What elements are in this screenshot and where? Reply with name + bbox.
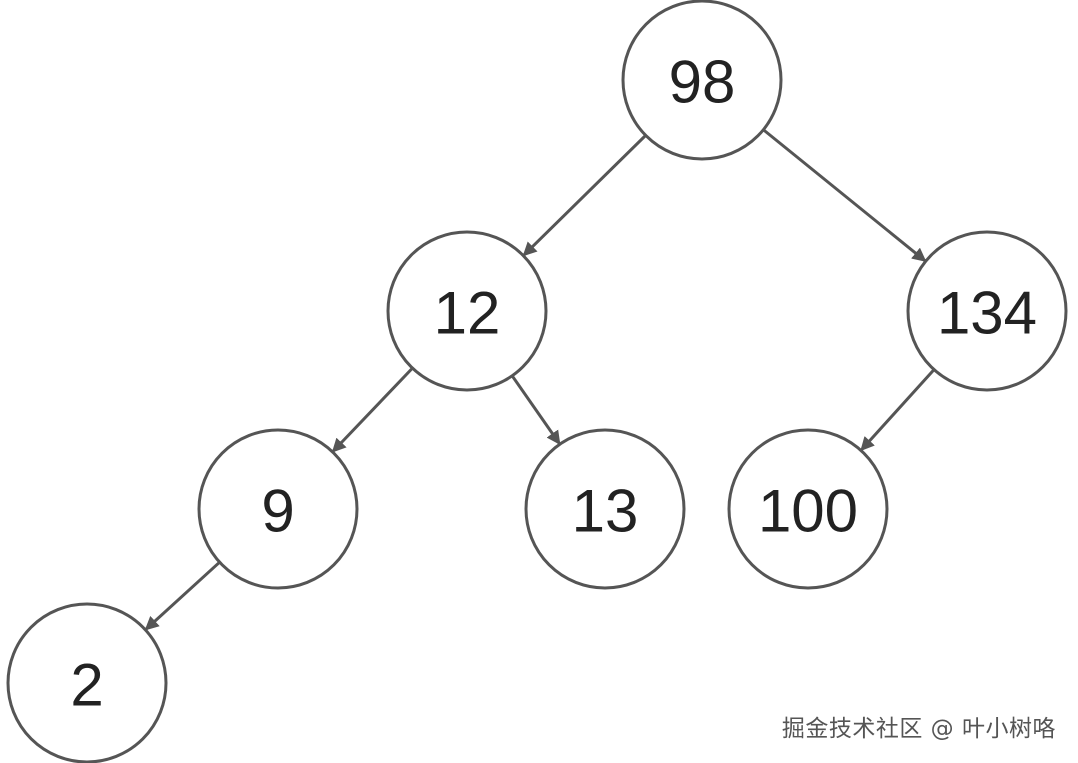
- tree-node-n9: 9: [197, 428, 359, 590]
- node-circle: [524, 428, 686, 590]
- nodes-layer: 98 12 134 9 13 100 2: [6, 0, 1068, 763]
- edge-n134-to-n100: [860, 368, 936, 452]
- edge-n98-to-n134: [762, 128, 927, 262]
- node-label: 98: [669, 49, 736, 116]
- edge-n9-to-n2: [144, 561, 221, 631]
- edge-n12-to-n9: [331, 367, 414, 453]
- tree-node-n2: 2: [6, 602, 168, 763]
- node-circle: [621, 0, 783, 161]
- edge-n12-to-n13: [510, 374, 561, 446]
- tree-node-n98: 98: [621, 0, 783, 161]
- edge-n98-to-n12: [522, 134, 647, 257]
- node-circle: [6, 602, 168, 763]
- node-circle: [386, 230, 548, 392]
- node-circle: [906, 230, 1068, 392]
- tree-node-n13: 13: [524, 428, 686, 590]
- tree-node-n134: 134: [906, 230, 1068, 392]
- watermark-text: 掘金技术社区 @ 叶小树咯: [781, 716, 1056, 742]
- tree-node-n100: 100: [727, 428, 889, 590]
- node-label: 2: [70, 652, 103, 719]
- tree-node-n12: 12: [386, 230, 548, 392]
- node-label: 100: [758, 478, 858, 545]
- node-label: 12: [434, 280, 501, 347]
- node-label: 134: [937, 280, 1037, 347]
- node-label: 9: [261, 478, 294, 545]
- node-circle: [727, 428, 889, 590]
- edges-layer: [144, 128, 936, 631]
- node-circle: [197, 428, 359, 590]
- node-label: 13: [572, 478, 639, 545]
